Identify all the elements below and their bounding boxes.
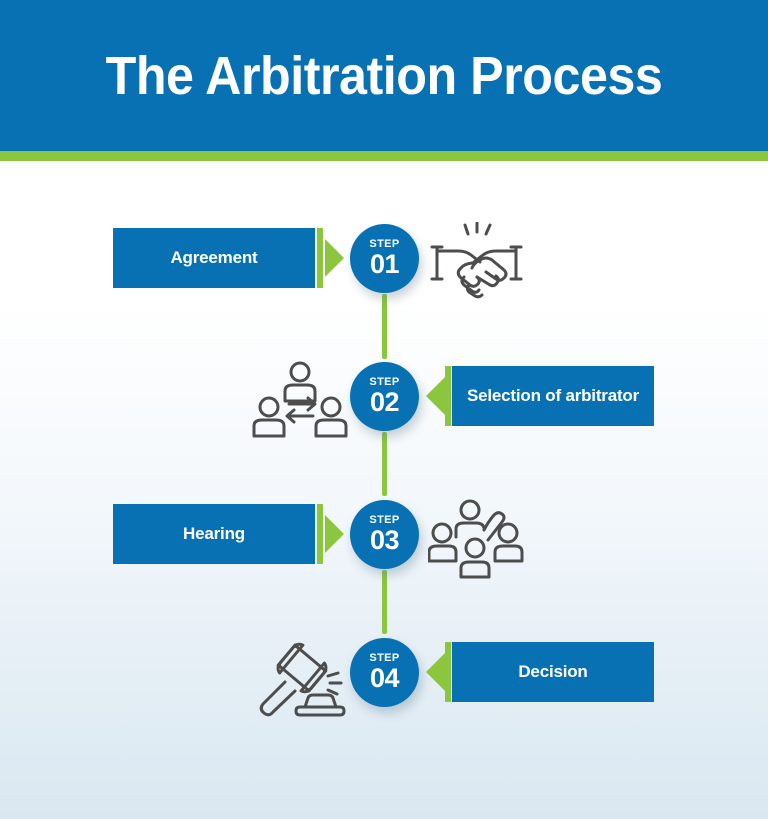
step-label-text-2: Selection of arbitrator <box>466 386 640 405</box>
header-band <box>0 0 768 151</box>
gavel-icon <box>252 636 348 720</box>
arrow-head-left-2 <box>426 377 445 415</box>
people-exchange-icon <box>252 360 348 444</box>
spine-connector-3-4 <box>382 570 387 634</box>
spine-connector-1-2 <box>382 294 387 359</box>
step-circle-2[interactable]: STEP 02 <box>350 362 419 431</box>
step-label-box-4[interactable]: Decision <box>452 642 654 702</box>
step-label-box-1[interactable]: Agreement <box>113 228 315 288</box>
handshake-icon <box>428 222 524 306</box>
step-circle-3[interactable]: STEP 03 <box>350 500 419 569</box>
step-row-3: Hearing STEP 03 <box>0 498 768 582</box>
step-label-text-3: Hearing <box>183 524 245 543</box>
step-number-1: 01 <box>369 249 400 279</box>
step-label-box-2[interactable]: Selection of arbitrator <box>452 366 654 426</box>
arrow-bar-3 <box>317 504 323 564</box>
arrow-head-left-4 <box>426 653 445 691</box>
step-word-2: STEP <box>369 376 400 388</box>
page-title: The Arbitration Process <box>105 45 663 106</box>
header-accent-bar <box>0 151 768 161</box>
step-circle-4[interactable]: STEP 04 <box>350 638 419 707</box>
step-row-1: Agreement STEP 01 <box>0 222 768 306</box>
step-label-text-1: Agreement <box>170 248 258 267</box>
arrow-bar-4 <box>445 642 451 702</box>
step-label-text-4: Decision <box>518 662 588 681</box>
step-word-1: STEP <box>369 238 400 250</box>
step-label-box-3[interactable]: Hearing <box>113 504 315 564</box>
step-word-4: STEP <box>369 652 400 664</box>
step-circle-1[interactable]: STEP 01 <box>350 224 419 293</box>
arrow-bar-1 <box>317 228 323 288</box>
step-word-3: STEP <box>369 514 400 526</box>
arrow-bar-2 <box>445 366 451 426</box>
arrow-head-right-1 <box>325 239 344 277</box>
arrow-head-right-3 <box>325 515 344 553</box>
spine-connector-2-3 <box>382 432 387 496</box>
step-number-3: 03 <box>369 525 400 555</box>
step-number-2: 02 <box>369 387 400 417</box>
step-row-2: Selection of arbitrator STEP 02 <box>0 360 768 444</box>
crowd-icon <box>428 498 524 582</box>
step-number-4: 04 <box>369 663 400 693</box>
step-row-4: Decision STEP 04 <box>0 638 768 718</box>
